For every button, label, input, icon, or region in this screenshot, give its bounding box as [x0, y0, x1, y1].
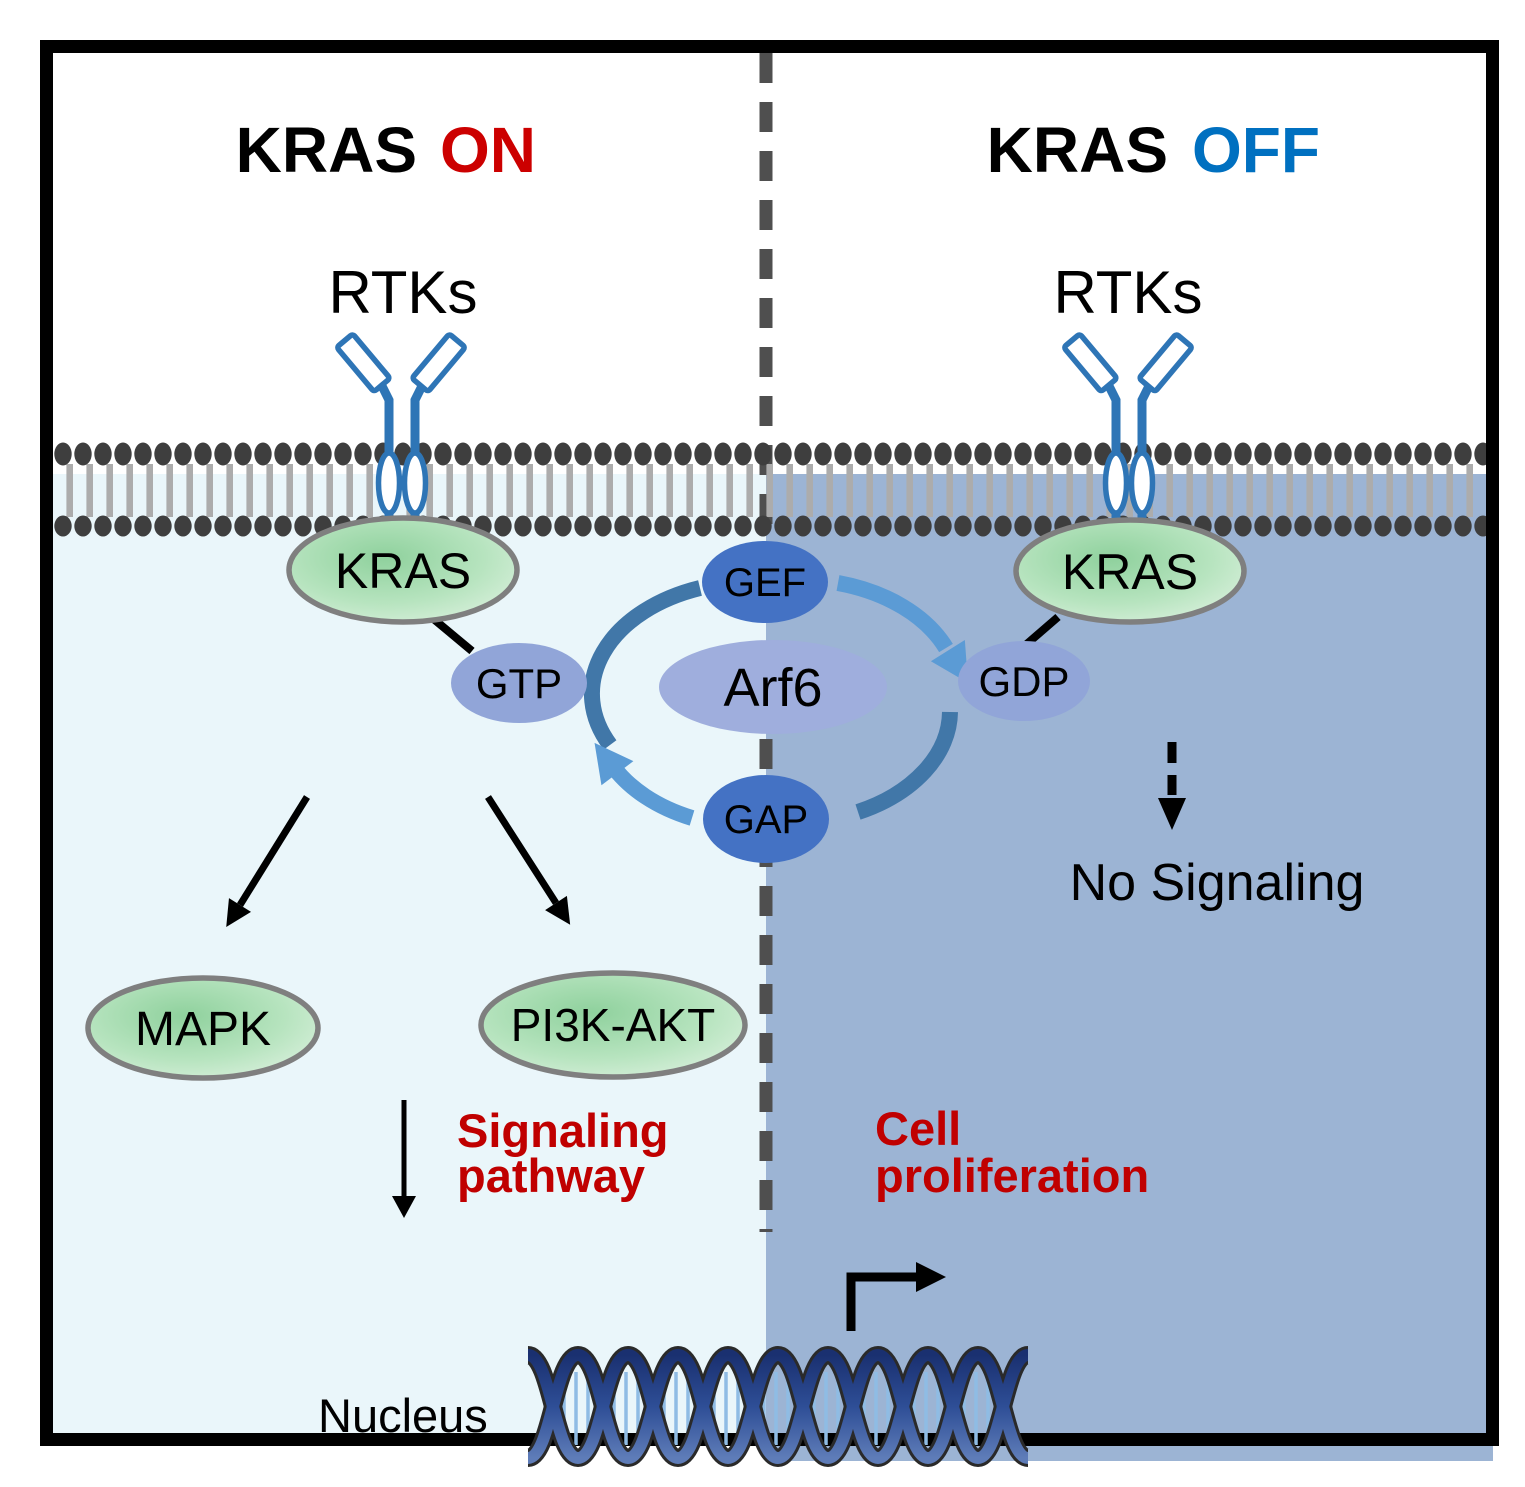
kras-label-right: KRAS	[1062, 544, 1198, 600]
kras-on-cell-background	[53, 474, 766, 1437]
cycle-arrowhead-right	[930, 640, 969, 683]
svg-text:Signaling: Signaling	[457, 1104, 669, 1157]
transcription-arrow	[846, 1262, 946, 1331]
signaling-pathway-label: Signaling pathway	[457, 1104, 669, 1202]
mapk-label: MAPK	[135, 1003, 271, 1056]
arf6-label: Arf6	[723, 658, 822, 718]
kras-off-cell-background	[766, 474, 1493, 1461]
gdp-node: GDP	[958, 641, 1090, 721]
rtk-receptor-right	[1062, 332, 1194, 553]
arrow-to-pi3k-akt	[485, 795, 571, 925]
no-signaling-arrow	[1158, 742, 1186, 830]
cell-proliferation-label: Cell proliferation	[875, 1102, 1149, 1202]
mapk-node: MAPK	[85, 975, 321, 1081]
pi3k-akt-label: PI3K-AKT	[511, 999, 716, 1051]
kras-label-left: KRAS	[335, 543, 471, 599]
arf6-node: Arf6	[659, 640, 887, 734]
kras-on-title-prefix: KRAS	[236, 114, 417, 186]
rtk-label-left: RTKs	[329, 259, 478, 326]
kras-off-title-state: OFF	[1192, 114, 1320, 186]
gef-label: GEF	[724, 561, 806, 605]
kras-on-title: KRAS ON	[236, 114, 536, 186]
svg-text:pathway: pathway	[457, 1149, 645, 1202]
kras-node-right: KRAS	[1013, 517, 1247, 625]
kras-off-title-prefix: KRAS	[987, 114, 1168, 186]
gap-node: GAP	[703, 775, 829, 863]
gtp-label: GTP	[476, 660, 562, 707]
arrow-to-mapk	[226, 795, 310, 928]
kras-node-left: KRAS	[286, 515, 520, 625]
dna-helix	[525, 1345, 1031, 1468]
kras-on-title-state: ON	[440, 114, 536, 186]
nucleus-label: Nucleus	[318, 1389, 488, 1442]
signaling-pathway-arrow	[392, 1100, 416, 1218]
svg-text:proliferation: proliferation	[875, 1149, 1149, 1202]
cycle-arc-gdp-to-gap	[855, 711, 958, 820]
rtk-receptor-left	[335, 332, 467, 553]
rtk-label-right: RTKs	[1054, 259, 1203, 326]
plasma-membrane	[53, 442, 1490, 538]
cycle-arrowhead-left	[594, 742, 634, 786]
cycle-arc-gef-to-gdp	[836, 575, 953, 653]
gdp-label: GDP	[978, 658, 1069, 705]
cycle-arc-gtp-to-gef	[584, 580, 702, 750]
svg-text:Cell: Cell	[875, 1102, 961, 1155]
arf6-cycle-arrows	[584, 575, 969, 826]
pi3k-akt-node: PI3K-AKT	[478, 970, 748, 1080]
gef-node: GEF	[702, 541, 828, 623]
no-signaling-label: No Signaling	[1070, 854, 1365, 912]
gtp-node: GTP	[451, 643, 587, 723]
kras-off-title: KRAS OFF	[987, 114, 1320, 186]
gap-label: GAP	[724, 798, 808, 842]
